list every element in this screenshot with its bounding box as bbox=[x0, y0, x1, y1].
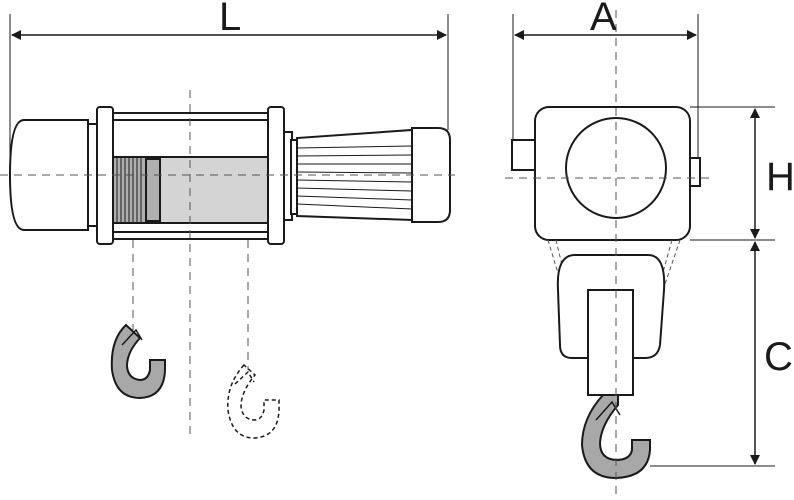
dimension-a bbox=[512, 14, 699, 160]
label-l: L bbox=[219, 0, 241, 39]
label-h: H bbox=[766, 155, 794, 199]
dimension-h bbox=[690, 106, 775, 241]
side-stub-left bbox=[511, 139, 537, 171]
label-a: A bbox=[590, 0, 617, 39]
dimension-l bbox=[9, 14, 449, 175]
side-view-centerlines bbox=[0, 90, 455, 435]
front-view-centerlines bbox=[505, 10, 715, 500]
front-view bbox=[505, 10, 775, 500]
label-c: C bbox=[764, 335, 793, 379]
motor-fan-cover bbox=[411, 127, 451, 223]
hook-lowered-phantom bbox=[227, 363, 280, 439]
dimension-c bbox=[650, 241, 775, 467]
rope-windings bbox=[112, 156, 161, 224]
motor-cooling-fins bbox=[296, 145, 413, 210]
hook-front bbox=[580, 394, 651, 480]
hook-raised bbox=[110, 323, 166, 400]
hook-shank bbox=[587, 289, 634, 396]
side-view bbox=[0, 14, 455, 439]
